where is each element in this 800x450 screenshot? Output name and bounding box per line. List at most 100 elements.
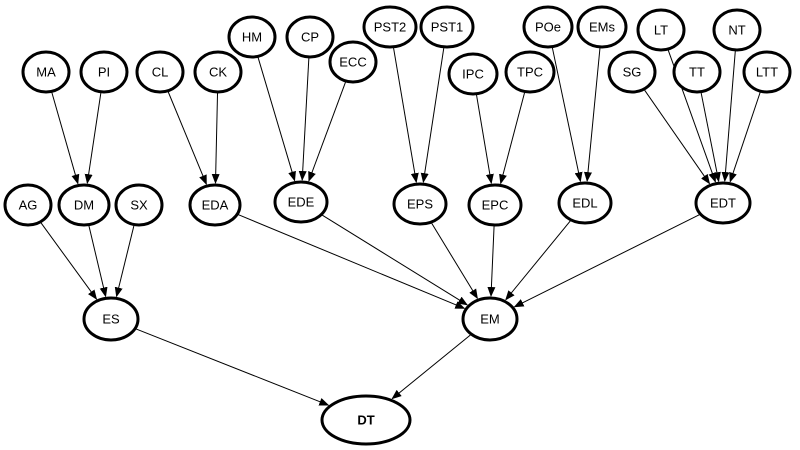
- node-tt: TT: [672, 50, 722, 94]
- node-ellipse: [607, 50, 657, 94]
- node-lt: LT: [636, 8, 686, 52]
- edge-eda-to-em: [237, 214, 466, 309]
- node-eda: EDA: [188, 183, 242, 227]
- node-ma: MA: [21, 50, 71, 94]
- node-ag: AG: [3, 183, 53, 227]
- node-ellipse: [21, 50, 71, 94]
- node-ipc: IPC: [447, 52, 499, 96]
- edge-sx-to-es: [114, 225, 135, 298]
- node-ellipse: [557, 181, 613, 225]
- node-ellipse: [694, 181, 752, 225]
- node-label: EDE: [288, 195, 315, 210]
- node-label: PST1: [431, 20, 464, 35]
- node-ellipse: [193, 50, 243, 94]
- edge-cp-to-ede: [298, 57, 310, 182]
- node-sx: SX: [114, 183, 164, 227]
- node-ellipse: [362, 5, 418, 49]
- edge-ipc-to-epc: [475, 94, 494, 185]
- edge-ecc-to-ede: [308, 81, 347, 182]
- node-ellipse: [636, 8, 686, 52]
- edge-pi-to-dm: [84, 92, 102, 185]
- node-ellipse: [392, 182, 448, 226]
- node-label: MA: [36, 65, 56, 80]
- node-label: IPC: [462, 67, 484, 82]
- node-label: EM: [480, 312, 500, 327]
- node-label: DM: [74, 198, 94, 213]
- node-label: ECC: [339, 55, 366, 70]
- node-label: CP: [301, 30, 319, 45]
- node-poe: POe: [522, 5, 574, 49]
- node-ellipse: [188, 183, 242, 227]
- node-ellipse: [3, 183, 53, 227]
- edge-pst1-to-eps: [420, 47, 445, 184]
- node-label: LT: [654, 23, 668, 38]
- node-ellipse: [285, 15, 335, 59]
- node-ellipse: [227, 15, 277, 59]
- node-ecc: ECC: [328, 40, 378, 84]
- node-label: EDT: [710, 196, 736, 211]
- edge-edl-to-em: [505, 220, 571, 301]
- edge-hm-to-ede: [257, 57, 296, 182]
- node-ellipse: [328, 40, 378, 84]
- node-cp: CP: [285, 15, 335, 59]
- node-ellipse: [114, 183, 164, 227]
- node-label: CK: [209, 65, 227, 80]
- edge-es-to-dt: [135, 328, 330, 406]
- node-label: TPC: [517, 65, 543, 80]
- node-dm: DM: [57, 183, 111, 227]
- node-label: LTT: [756, 65, 778, 80]
- edge-ck-to-eda: [211, 92, 220, 185]
- node-ellipse: [461, 296, 519, 342]
- edge-dm-to-es: [88, 225, 108, 298]
- node-label: CL: [152, 65, 169, 80]
- node-label: PST2: [374, 20, 407, 35]
- edge-poe-to-edl: [551, 47, 583, 183]
- node-ellipse: [135, 50, 185, 94]
- node-ellipse: [742, 50, 792, 94]
- edge-edt-to-em: [513, 214, 700, 308]
- edge-nt-to-edt: [721, 50, 736, 183]
- node-pi: PI: [79, 50, 129, 94]
- node-label: NT: [728, 23, 745, 38]
- edge-ems-to-edl: [584, 47, 601, 183]
- node-cl: CL: [135, 50, 185, 94]
- node-label: DT: [357, 413, 374, 428]
- node-ellipse: [273, 180, 329, 224]
- node-tpc: TPC: [504, 50, 556, 94]
- node-label: SG: [623, 65, 642, 80]
- node-label: EMs: [589, 20, 616, 35]
- node-ellipse: [467, 183, 523, 227]
- node-ems: EMs: [576, 5, 628, 49]
- node-label: EDA: [202, 198, 229, 213]
- node-edl: EDL: [557, 181, 613, 225]
- node-eps: EPS: [392, 182, 448, 226]
- node-pst2: PST2: [362, 5, 418, 49]
- edge-cl-to-eda: [167, 91, 207, 186]
- node-label: EPS: [407, 197, 433, 212]
- edges-layer: [40, 47, 761, 406]
- node-ellipse: [82, 296, 140, 342]
- edge-tt-to-edt: [700, 92, 721, 183]
- node-ellipse: [447, 52, 499, 96]
- edge-ltt-to-edt: [729, 91, 761, 183]
- node-label: HM: [242, 30, 262, 45]
- node-ellipse: [57, 183, 111, 227]
- edge-pst2-to-eps: [393, 47, 419, 184]
- node-ede: EDE: [273, 180, 329, 224]
- node-label: AG: [19, 198, 38, 213]
- node-epc: EPC: [467, 183, 523, 227]
- node-label: SX: [130, 198, 148, 213]
- node-label: ES: [102, 312, 120, 327]
- node-ellipse: [712, 8, 762, 52]
- node-em: EM: [461, 296, 519, 342]
- node-es: ES: [82, 296, 140, 342]
- edge-em-to-dt: [391, 334, 471, 400]
- node-dt: DT: [320, 394, 412, 446]
- node-ellipse: [504, 50, 556, 94]
- node-label: TT: [689, 65, 705, 80]
- node-ck: CK: [193, 50, 243, 94]
- edge-ma-to-dm: [51, 92, 80, 185]
- node-label: EPC: [482, 198, 509, 213]
